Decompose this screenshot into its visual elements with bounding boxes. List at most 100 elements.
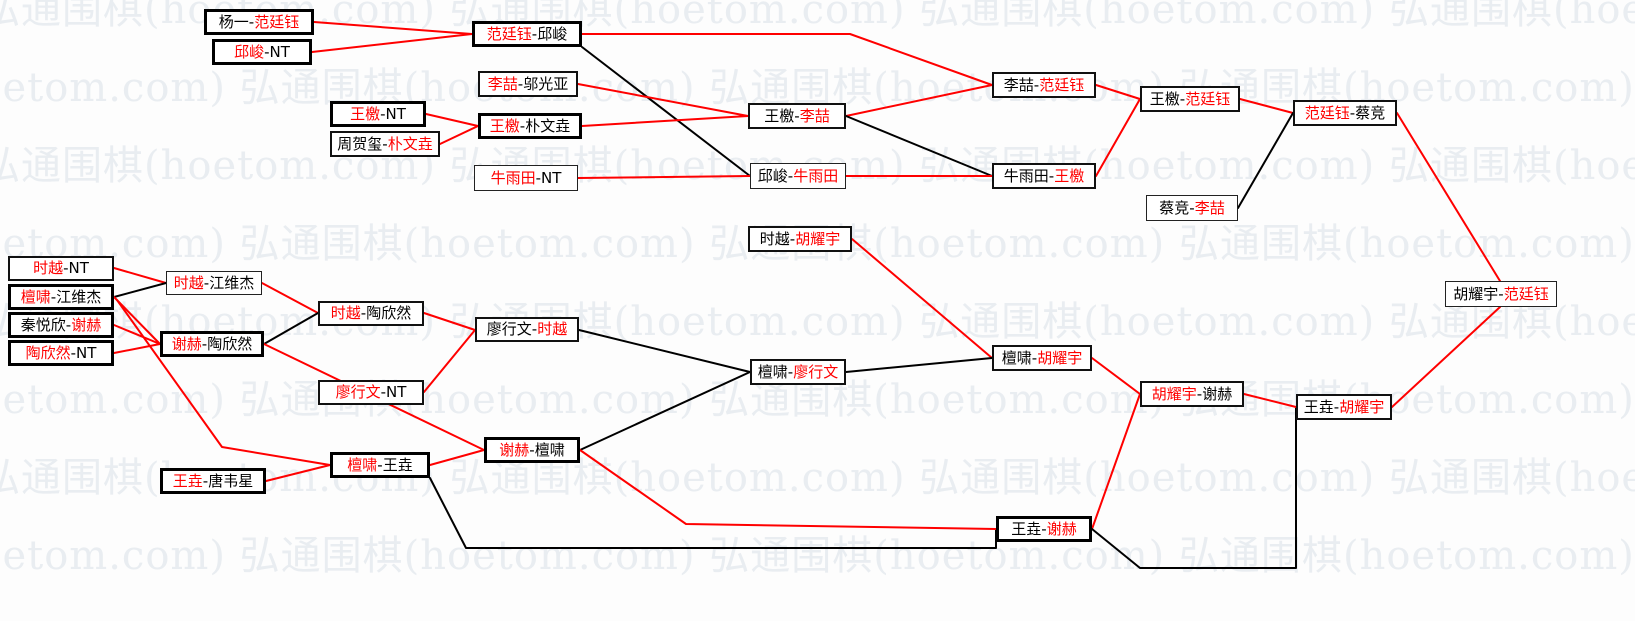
bracket-link (1095, 84, 1141, 100)
player-two-label: 王檄 (1054, 166, 1085, 185)
player-two-label: 胡耀宇 (1037, 348, 1083, 367)
vs-separator: - (1498, 284, 1504, 303)
player-two-label: 朴文垚 (387, 134, 433, 153)
player-one-label: 谢赫 (171, 334, 202, 353)
player-two-label: 时越 (537, 320, 568, 338)
match-box[interactable]: 邱峻-牛雨田 (750, 163, 846, 189)
match-box[interactable]: 王垚-谢赫 (996, 516, 1092, 542)
vs-separator: - (535, 168, 542, 187)
vs-separator: - (382, 134, 388, 153)
player-one-label: 牛雨田 (1003, 166, 1049, 185)
bracket-link (581, 46, 751, 177)
player-one-label: 秦悦欣 (20, 315, 66, 334)
player-two-label: 廖行文 (793, 362, 839, 381)
match-box[interactable]: 时越-NT (8, 256, 114, 281)
player-two-label: 陶欣然 (207, 334, 253, 353)
bracket-link (1239, 98, 1294, 114)
player-two-label: 谢赫 (1046, 519, 1077, 538)
vs-separator: - (1033, 75, 1040, 94)
match-box[interactable]: 陶欣然-NT (8, 340, 114, 366)
bracket-link (113, 324, 161, 345)
vs-separator: - (529, 440, 535, 459)
match-box[interactable]: 时越-陶欣然 (318, 301, 424, 326)
bracket-link (1391, 306, 1501, 408)
bracket-link (265, 464, 331, 482)
match-box[interactable]: 王檄-李喆 (748, 103, 846, 129)
watermark-text: 弘通围棋(hoetom.com) 弘通围棋(hoetom.com) 弘通围棋(h… (0, 533, 1635, 579)
match-box[interactable]: 王垚-胡耀宇 (1296, 394, 1392, 420)
match-box[interactable]: 周贺玺-朴文垚 (330, 131, 440, 157)
player-two-label: 邬光亚 (523, 74, 569, 93)
player-one-label: 邱峻 (234, 42, 265, 61)
bracket-link (1091, 406, 1297, 569)
bracket-link (1095, 98, 1141, 177)
bracket-link (423, 329, 476, 393)
match-box[interactable]: 檀啸-王垚 (330, 452, 430, 478)
player-two-label: NT (269, 42, 290, 61)
match-box[interactable]: 胡耀宇-谢赫 (1140, 381, 1244, 407)
player-one-label: 王檄 (489, 116, 520, 135)
vs-separator: - (517, 74, 524, 93)
vs-separator: - (1041, 519, 1047, 538)
match-box[interactable]: 檀啸-廖行文 (750, 359, 846, 385)
match-box[interactable]: 牛雨田-NT (474, 165, 578, 191)
match-box[interactable]: 谢赫-陶欣然 (160, 331, 264, 357)
bracket-link (851, 238, 993, 359)
match-box[interactable]: 王檄-NT (330, 101, 426, 127)
match-box[interactable]: 王檄-朴文垚 (478, 113, 582, 139)
bracket-link (1091, 357, 1141, 395)
bracket-link (1243, 393, 1297, 408)
player-two-label: 蔡竞 (1355, 103, 1386, 122)
bracket-link (313, 21, 473, 35)
vs-separator: - (531, 320, 538, 338)
bracket-link (113, 282, 167, 298)
vs-separator: - (1196, 384, 1203, 403)
match-box[interactable]: 李喆-邬光亚 (478, 71, 578, 97)
player-two-label: 李喆 (1194, 198, 1225, 217)
vs-separator: - (70, 343, 77, 362)
match-box[interactable]: 杨一-范廷钰 (204, 9, 314, 35)
match-box[interactable]: 范廷钰-邱峻 (472, 21, 582, 47)
bracket-link (577, 83, 749, 117)
match-box[interactable]: 李喆-范廷钰 (992, 72, 1096, 98)
match-box[interactable]: 王垚-唐韦星 (160, 468, 266, 494)
player-two-label: NT (386, 383, 407, 401)
player-two-label: 胡耀宇 (1339, 397, 1385, 416)
match-box[interactable]: 王檄-范廷钰 (1140, 86, 1240, 112)
match-box[interactable]: 秦悦欣-谢赫 (8, 312, 114, 338)
player-two-label: 胡耀宇 (795, 229, 841, 248)
match-box[interactable]: 檀啸-江维杰 (8, 284, 114, 310)
match-box[interactable]: 牛雨田-王檄 (992, 163, 1096, 189)
bracket-link (423, 312, 476, 331)
vs-separator: - (789, 229, 796, 248)
match-box[interactable]: 蔡竞-李喆 (1146, 195, 1238, 221)
match-box[interactable]: 廖行文-时越 (475, 317, 579, 342)
player-one-label: 时越 (330, 304, 361, 322)
bracket-link (579, 449, 997, 530)
match-box[interactable]: 时越-江维杰 (166, 271, 262, 295)
player-two-label: 陶欣然 (366, 304, 412, 322)
player-two-label: NT (541, 168, 562, 187)
player-one-label: 廖行文 (486, 320, 532, 338)
bracket-link (845, 84, 993, 117)
match-box[interactable]: 范廷钰-蔡竞 (1293, 100, 1397, 126)
player-two-label: 江维杰 (209, 273, 255, 292)
player-two-label: NT (76, 343, 97, 362)
match-box[interactable]: 廖行文-NT (318, 380, 424, 405)
bracket-link (116, 299, 331, 466)
vs-separator: - (787, 166, 794, 185)
bracket-link (113, 343, 161, 354)
player-one-label: 王垚 (172, 471, 203, 490)
player-one-label: 胡耀宇 (1453, 284, 1499, 303)
player-one-label: 王垚 (1011, 519, 1042, 538)
player-two-label: 谢赫 (71, 315, 102, 334)
match-box[interactable]: 胡耀宇-范廷钰 (1445, 281, 1557, 307)
match-box[interactable]: 时越-胡耀宇 (748, 226, 852, 252)
match-box[interactable]: 檀啸-胡耀宇 (992, 345, 1092, 371)
match-box[interactable]: 邱峻-NT (212, 39, 312, 65)
match-box[interactable]: 谢赫-檀啸 (484, 437, 580, 463)
vs-separator: - (1189, 198, 1195, 217)
vs-separator: - (519, 116, 526, 135)
player-one-label: 王垚 (1303, 397, 1334, 416)
